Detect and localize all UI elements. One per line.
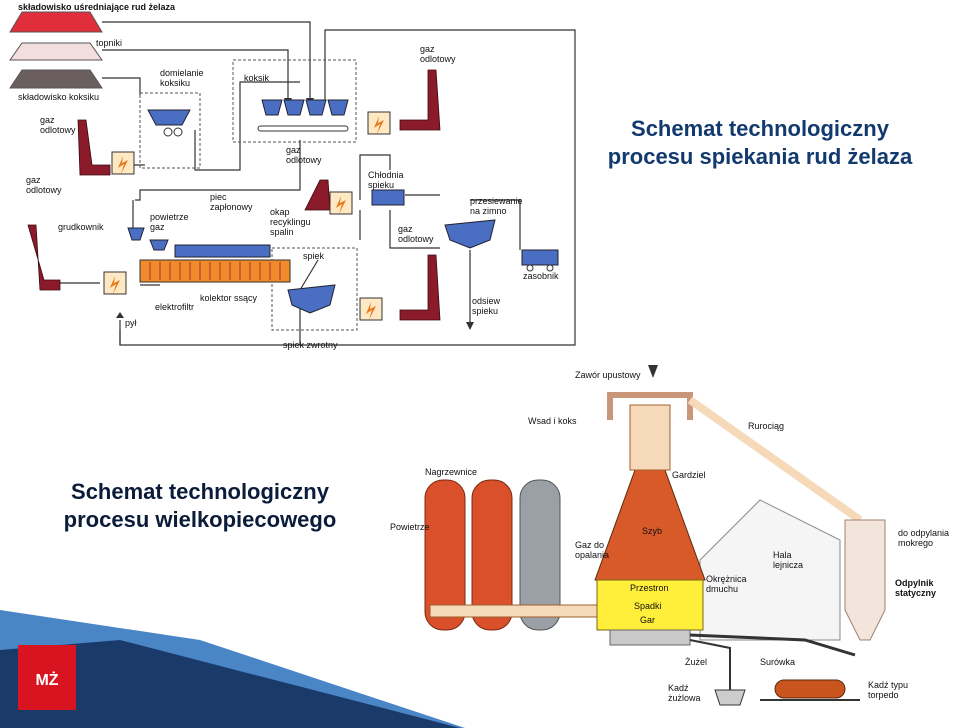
dry-dust-label: Odpylnik statyczny	[895, 578, 937, 598]
torpedo-car	[774, 679, 846, 699]
pelletizer-label: grudkownik	[58, 222, 104, 232]
fluxes-label: topniki	[96, 38, 123, 48]
slag-label: Żużel	[685, 657, 708, 667]
slag-runner	[689, 639, 731, 690]
ore-yard-label: składowisko uśredniające rud żelaza	[18, 2, 176, 12]
blast-air-label: Powietrze	[390, 522, 430, 532]
feed-conveyor	[257, 125, 349, 132]
electrofilter-label: elektrofiltr	[155, 302, 195, 312]
flux-pile	[9, 42, 103, 61]
uptake-pipe	[607, 392, 693, 420]
suction-collector-label: kolektor ssący	[200, 293, 258, 303]
sinter-cooler	[371, 189, 405, 206]
cold-screen	[444, 219, 496, 249]
feed-bins	[261, 99, 349, 116]
belly-label: Przestron	[630, 583, 669, 593]
gas-hopper	[149, 239, 169, 251]
coke-crushing-label: domielanie koksiku	[160, 68, 204, 88]
crusher	[147, 109, 191, 126]
tapping-channel	[689, 633, 856, 657]
stoves-label: Nagrzewnice	[425, 467, 478, 477]
sinter-strand	[139, 259, 291, 283]
waste-gas-label-3: gaz odlotowy	[286, 145, 322, 165]
coke-crushing-box	[139, 92, 201, 169]
ore-yard-pile	[9, 11, 103, 33]
waste-gas-label-5: gaz odlotowy	[398, 224, 434, 244]
slag-ladle	[714, 689, 746, 706]
torpedo-label: Kadź typu torpedo	[868, 680, 909, 700]
cold-screening-label: przesiewanie na zimno	[470, 196, 523, 216]
top-valve-label: Zawór upustowy	[575, 370, 641, 380]
roll-icon	[163, 127, 173, 137]
air-gas-label: powietrze gaz	[150, 212, 189, 232]
storage-label: zasobnik	[523, 271, 559, 281]
top-charging	[629, 404, 671, 471]
waste-gas-label-1: gaz odlotowy	[420, 44, 456, 64]
sinter-label: spiek	[303, 251, 325, 261]
strand-stripes	[149, 262, 281, 280]
waste-gas-label-4: gaz odlotowy	[26, 175, 62, 195]
return-sinter-box	[271, 247, 358, 331]
chimneys	[27, 69, 441, 321]
ignition-furnace	[174, 244, 271, 258]
blast-furnace-title: Schemat technologiczny procesu wielkopie…	[63, 479, 337, 532]
charge-label: Wsad i koks	[528, 416, 577, 426]
pig-iron-label: Surówka	[760, 657, 796, 667]
hearth-label: Gar	[640, 615, 656, 625]
return-screen	[287, 284, 336, 314]
tuyere-ring-label: Okrężnica dmuchu	[706, 574, 747, 594]
coke-fine-label: koksik	[244, 73, 270, 83]
storage-wagon	[521, 249, 559, 266]
logo-box	[18, 645, 76, 710]
coke-bins-box	[232, 59, 357, 143]
furnace-belly	[596, 579, 704, 631]
logo-text: MŻ	[35, 672, 59, 689]
roll-icon	[173, 127, 183, 137]
top-valve	[648, 365, 658, 378]
coke-yard-pile	[9, 69, 103, 89]
wheel-icon	[546, 264, 554, 272]
dust-label: pył	[125, 318, 137, 328]
slag-ladle-label: Kadź żużlowa	[668, 683, 701, 703]
sinter-cooler-label: Chłodnia spieku	[368, 170, 404, 190]
throat-label: Gardziel	[672, 470, 706, 480]
cleaning-label: do odpylania mokrego	[898, 528, 950, 548]
waste-gas-label-2: gaz odlotowy	[40, 115, 76, 135]
furnace-hearth	[609, 629, 691, 646]
return-sinter-label: spiek zwrotny	[283, 340, 338, 350]
corner-ribbon-dark	[0, 640, 460, 728]
wheel-icon	[526, 264, 534, 272]
ignition-furnace-label: piec zapłonowy	[210, 192, 253, 212]
coke-yard-label: składowisko koksiku	[18, 92, 100, 102]
dust-catcher	[844, 519, 886, 641]
filter-units	[103, 111, 391, 321]
recycle-hood-label: okap recyklingu spalin	[270, 207, 311, 237]
cast-house-label: Hala lejnicza	[773, 550, 804, 570]
heating-gas-label: Gaz do opalania	[575, 540, 610, 560]
downcomer-pipe	[687, 396, 863, 524]
shaft-label: Szyb	[642, 526, 663, 536]
sinter-title: Schemat technologiczny procesu spiekania…	[607, 116, 913, 169]
pipeline-label: Rurociąg	[748, 421, 785, 431]
sinter-screenings-label: odsiew spieku	[472, 296, 501, 316]
hot-stoves	[424, 479, 561, 631]
hot-blast-main	[429, 604, 601, 618]
bosh-label: Spadki	[634, 601, 662, 611]
feed-hopper	[127, 227, 145, 241]
